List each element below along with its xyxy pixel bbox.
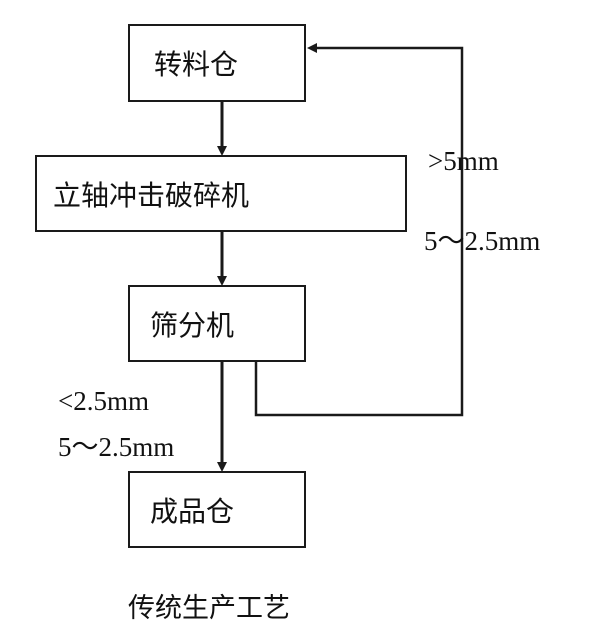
screening-machine-label: 筛分机 xyxy=(150,308,235,342)
oversize-label: >5mm xyxy=(428,146,499,176)
crusher-label: 立轴冲击破碎机 xyxy=(53,178,250,212)
product-range-label: 5～2.5mm xyxy=(58,432,175,462)
product-silo-box: 成品仓 xyxy=(128,471,306,548)
recycle-return-line xyxy=(254,43,464,417)
transfer-silo-label: 转料仓 xyxy=(154,48,239,81)
vertical-shaft-impact-crusher-box: 立轴冲击破碎机 xyxy=(35,155,407,232)
transfer-silo-box: 转料仓 xyxy=(128,24,306,102)
undersize-label: <2.5mm xyxy=(58,386,149,416)
recycle-range-label: 5～2.5mm xyxy=(424,226,541,256)
product-silo-label: 成品仓 xyxy=(150,494,235,528)
screening-machine-box: 筛分机 xyxy=(128,285,306,362)
diagram-caption: 传统生产工艺 xyxy=(128,593,290,624)
